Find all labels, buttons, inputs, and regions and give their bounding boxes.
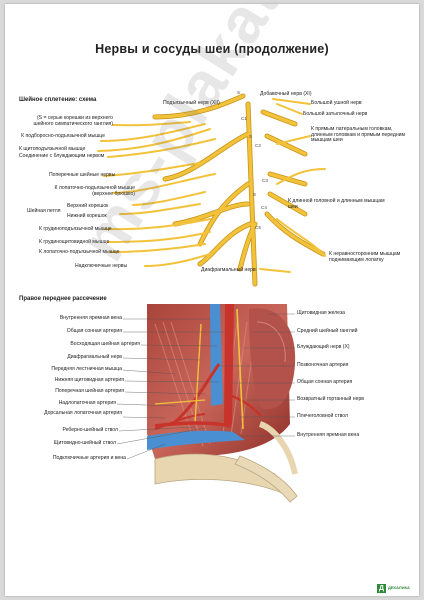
dissection-left-label: Общая сонная артерия [66,328,122,334]
root-label: C1 [241,116,247,121]
dissection-left-label: Щитовидно-шейный ствол [53,440,116,446]
root-label: S [253,192,256,197]
root-label: S [237,90,240,95]
logo-text: ДЕКАЛИКА [388,585,410,590]
dissection-right-label: Общая сонная артерия [297,379,353,385]
scheme-left-label: К лопаточно-подъязычной мышце [39,249,120,255]
scheme-left-label: Соединение с блуждающим нервом [19,153,105,159]
scheme-right-label: Большой ушной нерв [311,100,362,106]
scheme-right-label: К длинной головной и длинным мышцам шеи [288,198,385,210]
root-label: C5 [255,225,261,230]
dissection-illustration [116,304,298,503]
dissection-left-label: Восходящая шейная артерия [70,341,140,347]
dissection-left-label: Диафрагмальный нерв [67,354,122,360]
root-label: C4 [261,205,267,210]
scheme-left-label: К грудиноподъязычной мышце [39,226,112,232]
dissection-left-label: Дорсальная лопаточная артерия [44,410,122,416]
scheme-left-label: К подборосно-подъязычной мышце [21,133,105,139]
nerve-scheme-diagram: S C1 C2 C3 C4 C5 S S [97,90,326,287]
scheme-left-label: К щитоподъязычной мышце [19,146,86,152]
dissection-right-label: Средний шейный ганглий [297,328,358,334]
section-heading-dissection: Правое переднее рассечение [19,296,107,302]
scheme-left-label: Нижний корешок [67,213,107,219]
root-label: C3 [262,178,268,183]
section-heading-scheme: Шейное сплетение: схема [19,97,97,103]
poster: Нервы и сосуды шеи (продолжение) Шейное … [5,4,419,596]
scheme-right-label: К прямым латеральным головкам, длинным г… [311,126,406,144]
scheme-left-label: К грудинощитовидной мышце [39,239,110,245]
scheme-top-label: Подъязычный нерв (XII) [163,100,220,106]
scheme-left-label: Шейная петля [27,208,61,214]
dissection-right-label: Плечеголовной ствол [297,413,348,419]
dissection-left-label: Нижняя щитовидная артерия [54,377,124,383]
publisher-logo: Д ДЕКАЛИКА [377,584,411,593]
root-label: S [249,134,252,139]
scheme-right-label: Большой затылочный нерв [303,111,368,117]
scheme-left-label: Поперечные шейные нервы [49,172,116,178]
dissection-left-label: Передняя лестничная мышца [51,366,122,372]
dissection-left-label: Поперечная шейная артерия [55,388,124,394]
dissection-right-label: Щитовидная железа [297,310,346,316]
dissection-right-label: Позвоночная артерия [297,362,349,368]
scheme-left-label: К лопаточно-подъязычной мышце (верхнее б… [54,185,136,197]
scheme-left-label: (S = серые корешки из верхнего шейного с… [33,115,113,127]
dissection-left-label: Внутренняя яремная вена [59,315,122,321]
scheme-left-label: Верхний корешок [67,203,109,209]
root-label: C2 [255,143,261,148]
dissection-left-label: Подключичные артерия и вена [52,455,126,461]
logo-icon: Д [377,584,386,593]
scheme-right-label: Добавочный нерв (XI) [260,91,312,97]
dissection-left-label: Надлопаточная артерия [58,400,116,406]
dissection-right-label: Внутренняя яремная вена [297,432,360,438]
page-title: Нервы и сосуды шеи (продолжение) [95,42,329,56]
scheme-right-label: К неравносторонним мышцам поднимающим ло… [329,251,401,263]
scheme-left-label: Надключичные нервы [75,263,128,269]
dissection-left-label: Реберно-шейный ствол [62,427,118,433]
dissection-right-label: Блуждающий нерв (X) [297,344,350,350]
scheme-right-label: Диафрагмальный нерв [201,267,256,273]
dissection-right-label: Возвратный гортанный нерв [297,396,364,402]
